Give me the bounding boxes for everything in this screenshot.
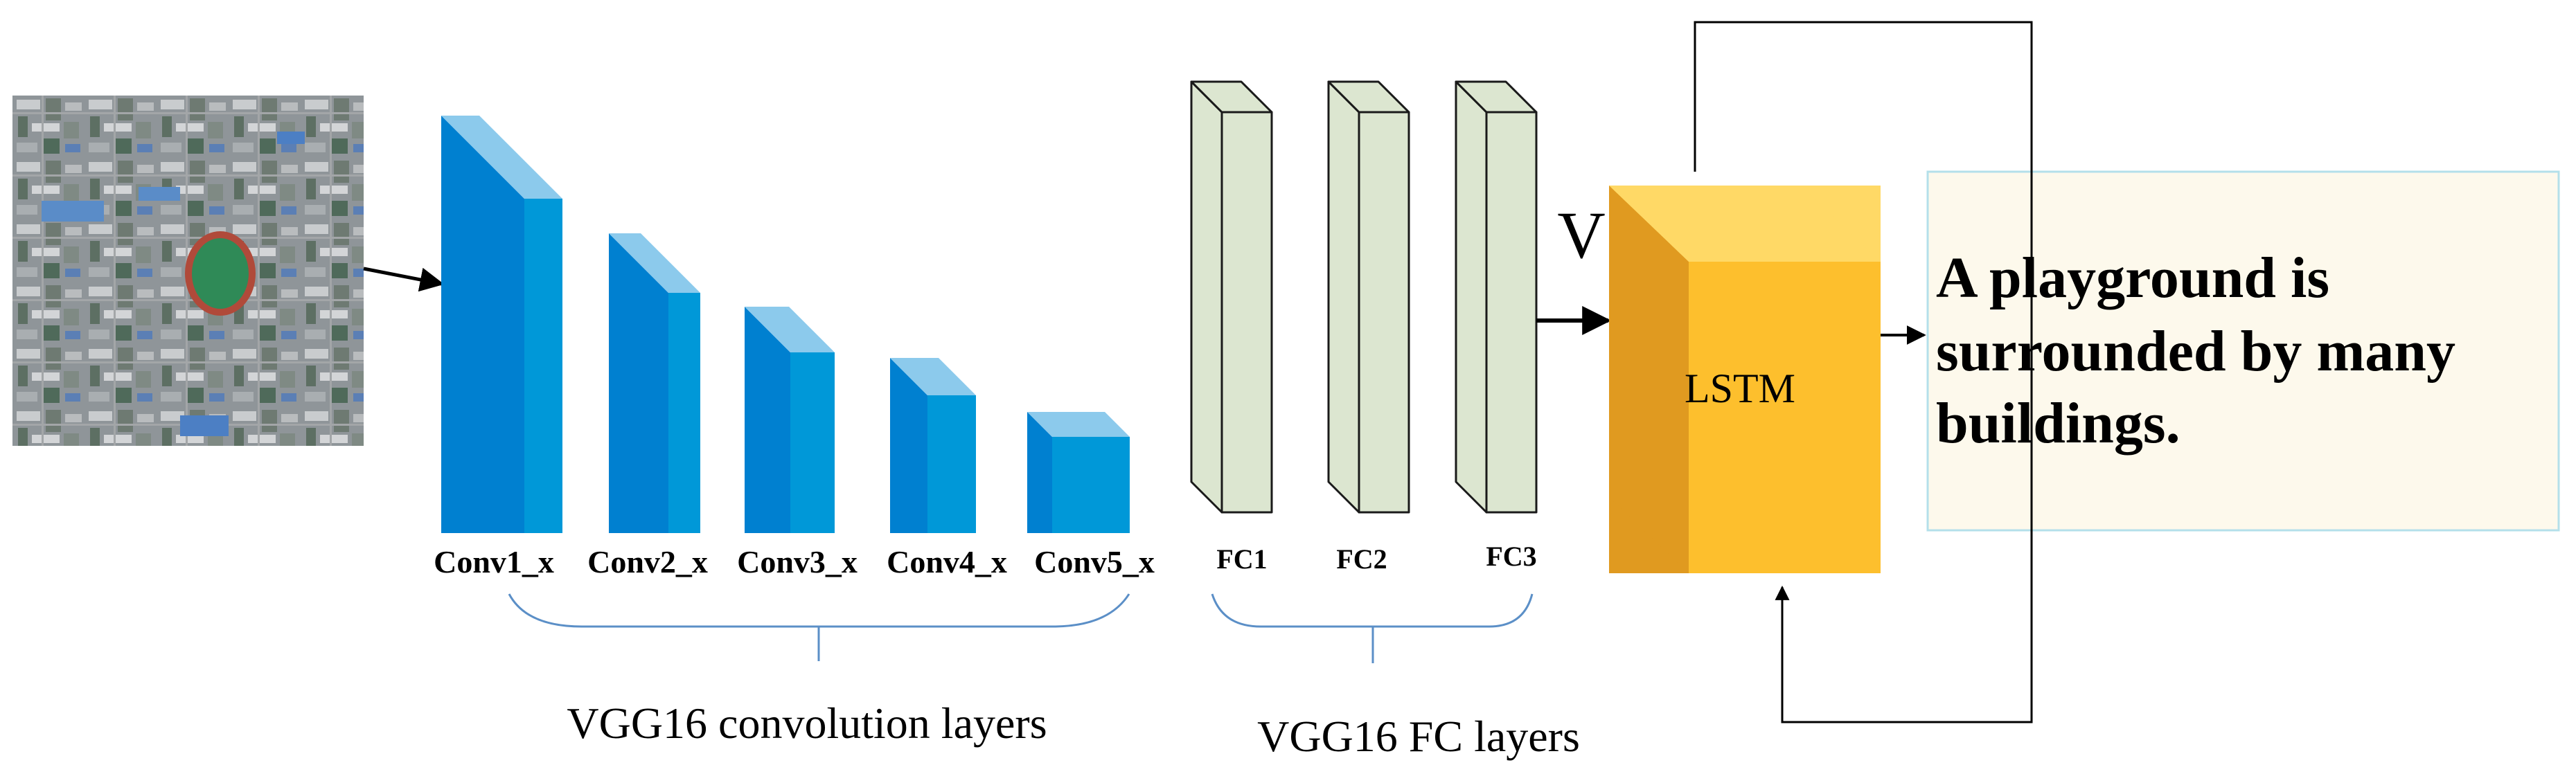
- conv-label: Conv4_x: [887, 544, 1007, 579]
- fc-block-front-face: [1485, 111, 1538, 514]
- fc-group-brace: [1211, 593, 1534, 628]
- feature-vector-label: V: [1557, 198, 1605, 272]
- fc-group-label: VGG16 FC layers: [1257, 712, 1580, 761]
- recurrent-loop-line: [1694, 21, 2033, 723]
- blue-roof: [42, 201, 104, 222]
- conv-block-top-face: [441, 116, 562, 199]
- conv-block-side-face: [1027, 412, 1052, 533]
- fc-block: [1455, 80, 1538, 514]
- lstm-label: LSTM: [1685, 366, 1795, 411]
- conv-block: [1027, 412, 1130, 533]
- conv-block-top-face: [745, 307, 835, 352]
- caption-box: [1926, 170, 2560, 532]
- lstm-block: LSTM: [1609, 186, 1881, 573]
- caption-line: surrounded by many: [1936, 319, 2455, 384]
- conv-label: Conv3_x: [737, 544, 858, 579]
- conv-block-front-face: [790, 352, 835, 533]
- fc-block-front-face: [1358, 111, 1410, 514]
- fc-block-side-face: [1327, 80, 1360, 514]
- conv-blocks: [441, 116, 1130, 533]
- blue-roof: [139, 187, 180, 201]
- fc-blocks: [1190, 80, 1538, 514]
- fc-label: FC3: [1486, 541, 1536, 572]
- arrow-image-to-conv: [363, 267, 445, 292]
- conv-block-front-face: [1052, 437, 1130, 533]
- fc-label: FC2: [1336, 543, 1387, 575]
- fc-block: [1327, 80, 1410, 514]
- conv-block-front-face: [668, 293, 700, 533]
- conv-block-side-face: [441, 116, 524, 533]
- lstm-front-face: [1689, 262, 1881, 573]
- lstm-top: [1609, 186, 1881, 262]
- blue-roof: [180, 415, 229, 436]
- conv-block-side-face: [609, 233, 668, 533]
- conv-block-side-face: [745, 307, 790, 533]
- conv-block-front-face: [927, 395, 976, 533]
- fc-labels: FC1 FC2 FC3: [1216, 541, 1536, 575]
- conv-block: [609, 233, 700, 533]
- conv-label: Conv2_x: [587, 544, 708, 579]
- caption-line: A playground is: [1936, 246, 2329, 310]
- caption-line: buildings.: [1936, 391, 2180, 456]
- conv-block-top-face: [609, 233, 700, 293]
- input-aerial-image: [12, 96, 364, 446]
- blue-roof: [277, 132, 305, 144]
- conv-label: Conv5_x: [1034, 544, 1155, 579]
- conv-label: Conv1_x: [434, 544, 554, 579]
- generated-caption: A playground is surrounded by many build…: [1936, 246, 2455, 456]
- conv-labels: Conv1_x Conv2_x Conv3_x Conv4_x Conv5_x: [434, 544, 1155, 579]
- playground-track: [185, 231, 256, 316]
- conv-block-top-face: [1027, 412, 1130, 437]
- conv-group-label: VGG16 convolution layers: [567, 699, 1047, 748]
- conv-block: [745, 307, 835, 533]
- conv-block: [890, 358, 976, 533]
- lstm-side-face-left: [1609, 186, 1689, 573]
- conv-group-brace: [508, 593, 1130, 628]
- conv-block: [441, 116, 562, 533]
- fc-block-side-face: [1190, 80, 1223, 514]
- fc-block: [1190, 80, 1273, 514]
- fc-label: FC1: [1216, 543, 1267, 575]
- conv-block-front-face: [524, 199, 562, 533]
- fc-block-side-face: [1455, 80, 1488, 514]
- conv-block-side-face: [890, 358, 927, 533]
- fc-block-front-face: [1220, 111, 1273, 514]
- conv-block-top-face: [890, 358, 976, 395]
